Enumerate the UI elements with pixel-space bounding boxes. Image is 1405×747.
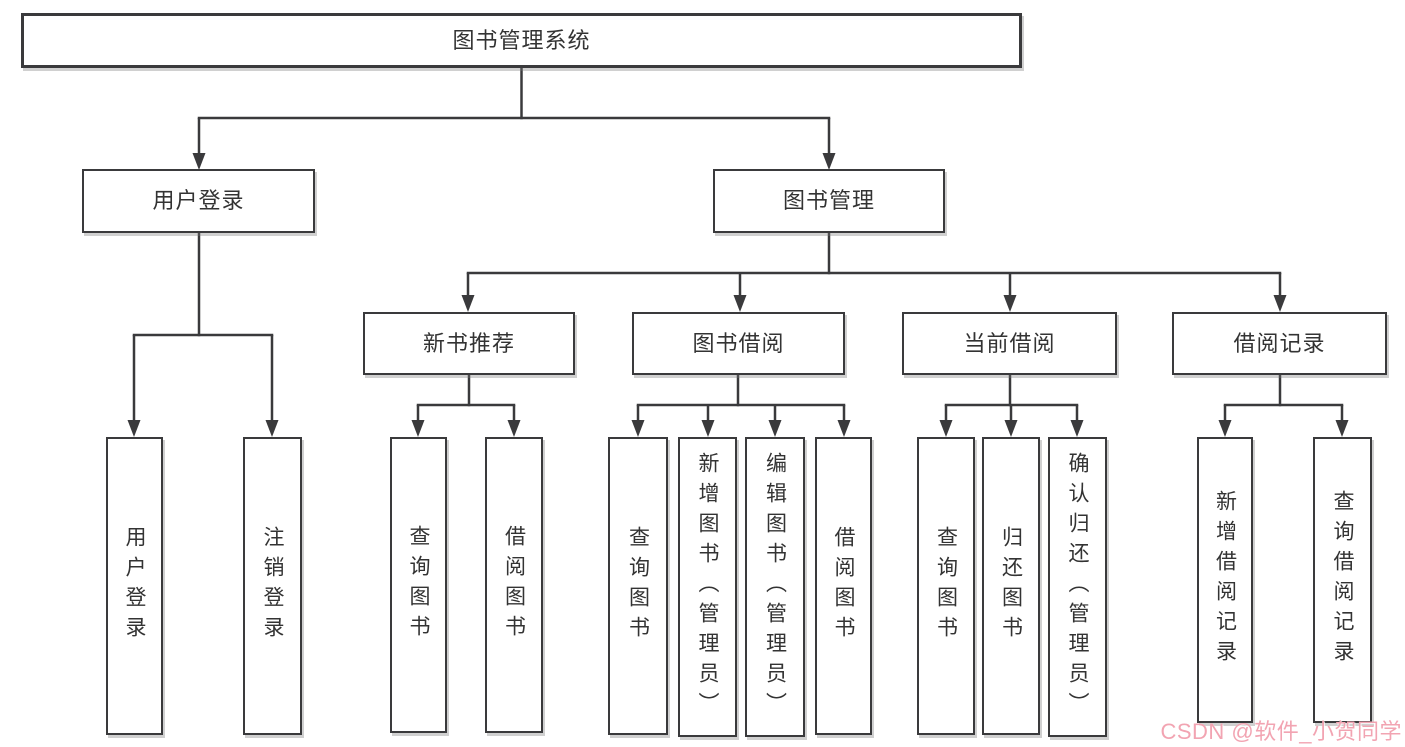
- leaf-logout-label: 注销登录: [261, 526, 284, 646]
- leaf-query-books-1-label: 查询图书: [407, 525, 430, 645]
- node-current-borrow-label: 当前借阅: [963, 330, 1056, 356]
- leaf-return-books: 归还图书: [982, 437, 1040, 735]
- leaf-user-login: 用户登录: [106, 437, 163, 735]
- leaf-query-books-3-label: 查询图书: [934, 526, 958, 646]
- leaf-user-login-label: 用户登录: [123, 526, 146, 646]
- node-new-book-rec: 新书推荐: [363, 312, 575, 375]
- leaf-borrow-books-1-label: 借阅图书: [502, 525, 526, 645]
- connector-user-login-children: [127, 231, 279, 437]
- leaf-borrow-books-2-label: 借阅图书: [832, 526, 855, 646]
- leaf-query-borrow-record-label: 查询借阅记录: [1331, 490, 1354, 670]
- leaf-return-books-label: 归还图书: [999, 526, 1023, 646]
- connector-book-borrow-children: [631, 373, 851, 437]
- leaf-query-books-2-label: 查询图书: [626, 526, 650, 646]
- connector-root-to-level2: [192, 66, 836, 170]
- leaf-confirm-return-admin: 确认归还（管理员）: [1048, 437, 1107, 737]
- node-borrow-records-label: 借阅记录: [1233, 330, 1326, 356]
- node-root-system: 图书管理系统: [21, 13, 1022, 68]
- node-new-book-rec-label: 新书推荐: [422, 330, 515, 356]
- leaf-borrow-books-2: 借阅图书: [815, 437, 872, 735]
- leaf-add-borrow-record: 新增借阅记录: [1197, 437, 1253, 723]
- csdn-watermark: CSDN @软件_小贺同学: [1160, 719, 1402, 744]
- leaf-query-books-3: 查询图书: [917, 437, 975, 735]
- leaf-logout: 注销登录: [243, 437, 302, 735]
- connector-new-book-rec-children: [411, 373, 521, 437]
- leaf-add-book-admin-label: 新增图书（管理员）: [696, 452, 719, 722]
- connector-borrow-records-children: [1218, 373, 1349, 437]
- node-borrow-records: 借阅记录: [1172, 312, 1387, 375]
- node-book-borrow: 图书借阅: [632, 312, 845, 375]
- node-current-borrow: 当前借阅: [902, 312, 1117, 375]
- leaf-edit-book-admin-label: 编辑图书（管理员）: [763, 452, 787, 722]
- node-root-label: 图书管理系统: [452, 27, 591, 53]
- node-book-borrow-label: 图书借阅: [692, 330, 785, 356]
- leaf-query-borrow-record: 查询借阅记录: [1313, 437, 1372, 723]
- leaf-query-books-1: 查询图书: [390, 437, 447, 733]
- leaf-borrow-books-1: 借阅图书: [485, 437, 543, 733]
- node-book-mgmt-label: 图书管理: [782, 188, 875, 213]
- leaf-add-book-admin: 新增图书（管理员）: [678, 437, 737, 737]
- connector-current-borrow-children: [939, 373, 1084, 437]
- node-user-login-label: 用户登录: [152, 188, 245, 213]
- leaf-add-borrow-record-label: 新增借阅记录: [1213, 490, 1237, 670]
- node-user-login: 用户登录: [82, 169, 315, 233]
- leaf-confirm-return-admin-label: 确认归还（管理员）: [1066, 452, 1089, 722]
- connector-book-mgmt-to-level3: [461, 231, 1287, 312]
- leaf-edit-book-admin: 编辑图书（管理员）: [745, 437, 805, 737]
- leaf-query-books-2: 查询图书: [608, 437, 668, 735]
- node-book-mgmt: 图书管理: [713, 169, 945, 233]
